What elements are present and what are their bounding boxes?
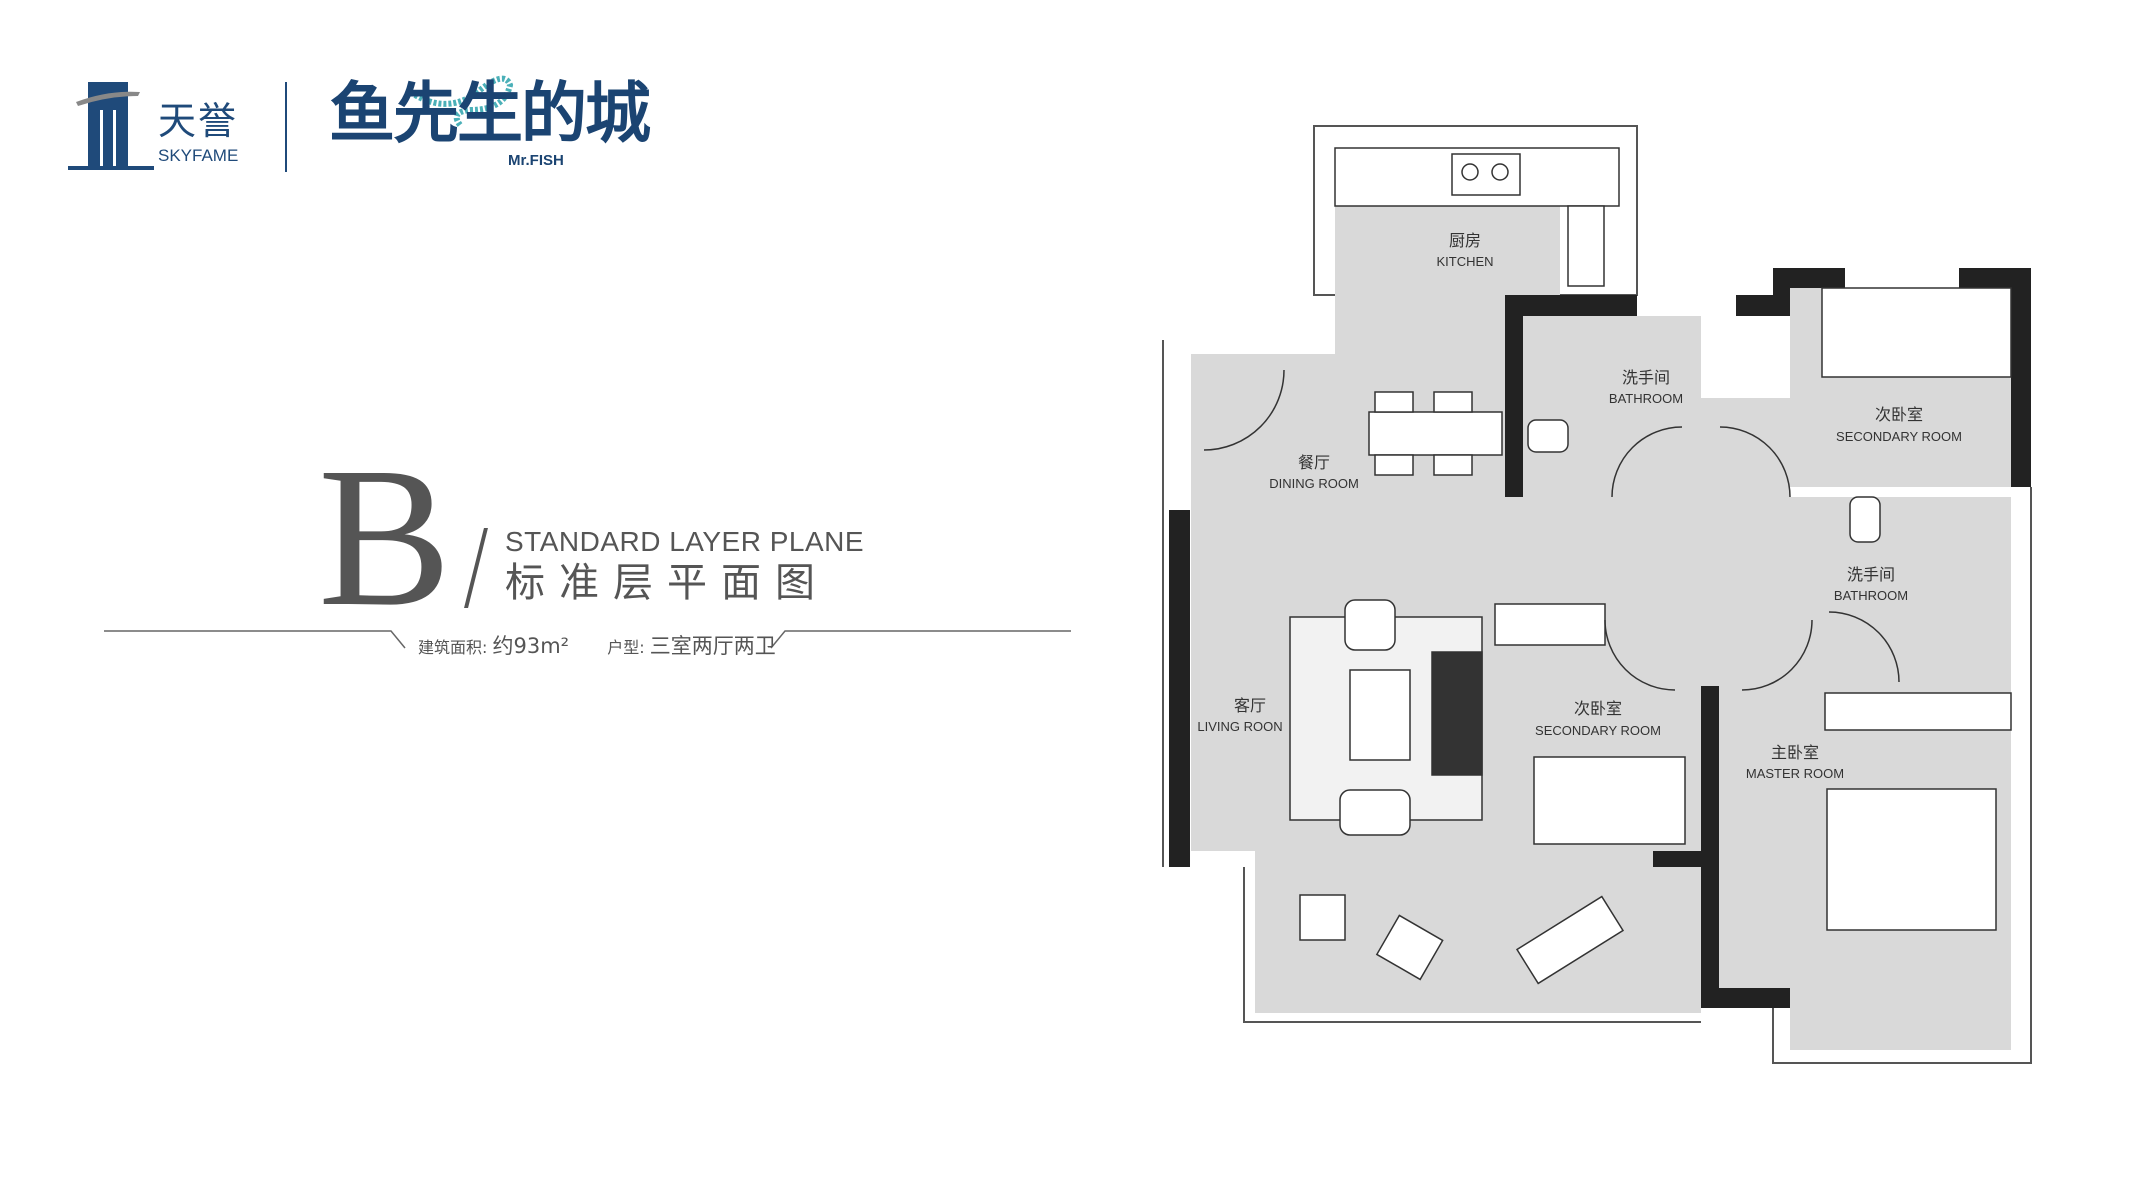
wardrobe-master [1824, 692, 2012, 731]
plan-title-cn: 标准层平面图 [505, 560, 829, 606]
secondary2-label-cn: 次卧室 [1574, 699, 1622, 718]
walls [1169, 268, 2031, 1008]
layout-label: 户型: [607, 638, 645, 657]
unit-info: 建筑面积: 约93m² 户型: 三室两厅两卫 [418, 630, 776, 660]
sofa [1431, 651, 1483, 776]
balcony-chair [1375, 914, 1444, 981]
coffee-table [1349, 669, 1411, 761]
project-logo: 鱼先生的城 [329, 75, 651, 152]
kitchen-label-en: KITCHEN [1436, 254, 1493, 269]
plan-title-en: STANDARD LAYER PLANE [505, 526, 865, 557]
kitchen-label-cn: 厨房 [1449, 231, 1481, 250]
secondary2-label-en: SECONDARY ROOM [1535, 723, 1661, 738]
sink-icon [1567, 205, 1605, 287]
dining-label-cn: 餐厅 [1298, 453, 1330, 472]
brand-name-en: SKYFAME [158, 146, 239, 165]
furniture [1289, 147, 2012, 985]
project-logo-en: Mr.FISH [508, 152, 564, 169]
area-value: 约93m² [492, 634, 570, 658]
secondary1-label-cn: 次卧室 [1875, 405, 1923, 424]
room-labels: 厨房 KITCHEN 餐厅 DINING ROOM 洗手间 BATHROOM 次… [1197, 231, 1962, 781]
unit-type-letter: B [318, 427, 452, 648]
toilet-icon [1527, 419, 1569, 453]
skyfame-logo-icon [68, 82, 154, 170]
brand-name-cn: 天誉 [158, 99, 239, 143]
master-label-en: MASTER ROOM [1746, 766, 1844, 781]
logo-divider [285, 82, 287, 172]
lounge-chair [1515, 895, 1625, 985]
master-label-cn: 主卧室 [1771, 743, 1819, 762]
bed-master [1826, 788, 1997, 931]
bathroom1-label-en: BATHROOM [1609, 391, 1683, 406]
living-label-en: LIVING ROON [1197, 719, 1282, 734]
door-swings [1203, 369, 1900, 691]
dining-label-en: DINING ROOM [1269, 476, 1359, 491]
living-label-cn: 客厅 [1234, 696, 1266, 715]
area-label: 建筑面积: [418, 638, 488, 657]
balcony-chair [1299, 894, 1346, 941]
bathroom2-label-en: BATHROOM [1834, 588, 1908, 603]
bed-secondary2 [1533, 756, 1686, 845]
toilet-icon [1849, 496, 1881, 543]
secondary1-label-en: SECONDARY ROOM [1836, 429, 1962, 444]
fish-logo-icon [413, 75, 514, 127]
bathroom1-label-cn: 洗手间 [1622, 368, 1670, 387]
bathroom2-label-cn: 洗手间 [1847, 565, 1895, 584]
dining-table [1368, 411, 1503, 456]
layout-value: 三室两厅两卫 [649, 634, 776, 658]
bed-secondary1 [1821, 287, 2012, 378]
wardrobe-secondary2 [1494, 603, 1606, 646]
loveseat [1339, 789, 1411, 836]
armchair [1344, 599, 1396, 651]
